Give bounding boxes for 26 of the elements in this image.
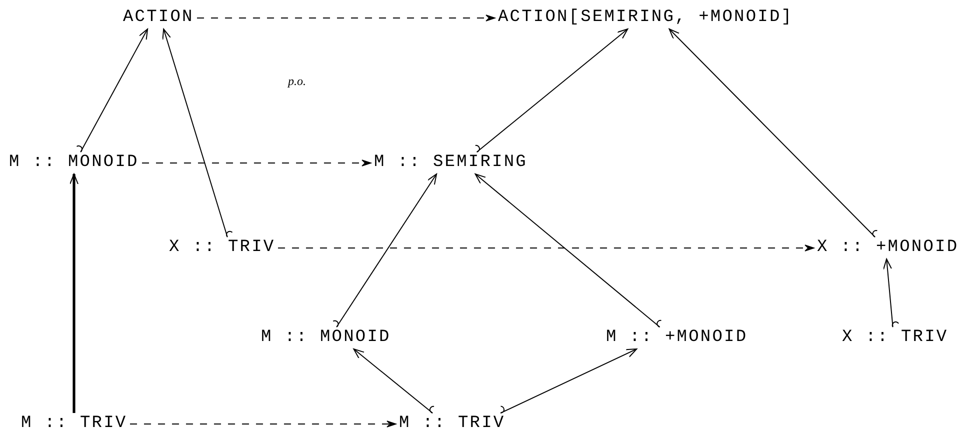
arrow: [332, 174, 438, 328]
arrow: [474, 174, 662, 328]
module-label: M :: MONOID: [8, 153, 140, 173]
arrow: [196, 14, 496, 22]
arrow: [474, 28, 628, 152]
arrow: [162, 28, 233, 238]
module-label: ACTION[SEMIRING, +MONOID]: [497, 8, 794, 28]
arrow: [130, 420, 396, 428]
arrow: [70, 174, 78, 413]
annotation: p.o.: [288, 74, 306, 89]
arrow: [142, 160, 372, 166]
arrow: [76, 28, 148, 152]
arrow: [278, 244, 814, 252]
module-label: M :: TRIV: [20, 414, 128, 434]
module-label: M :: TRIV: [398, 414, 506, 434]
arrow: [500, 348, 638, 414]
arrow: [668, 28, 878, 238]
module-label: X :: TRIV: [841, 328, 950, 348]
module-label: M :: MONOID: [260, 328, 392, 348]
module-label: X :: TRIV: [168, 238, 276, 258]
module-label: X :: +MONOID: [816, 238, 960, 258]
arrow: [353, 348, 434, 414]
arrow: [883, 258, 900, 328]
module-label: M :: SEMIRING: [373, 153, 528, 173]
module-label: ACTION: [122, 8, 195, 28]
module-label: M :: +MONOID: [605, 328, 749, 348]
